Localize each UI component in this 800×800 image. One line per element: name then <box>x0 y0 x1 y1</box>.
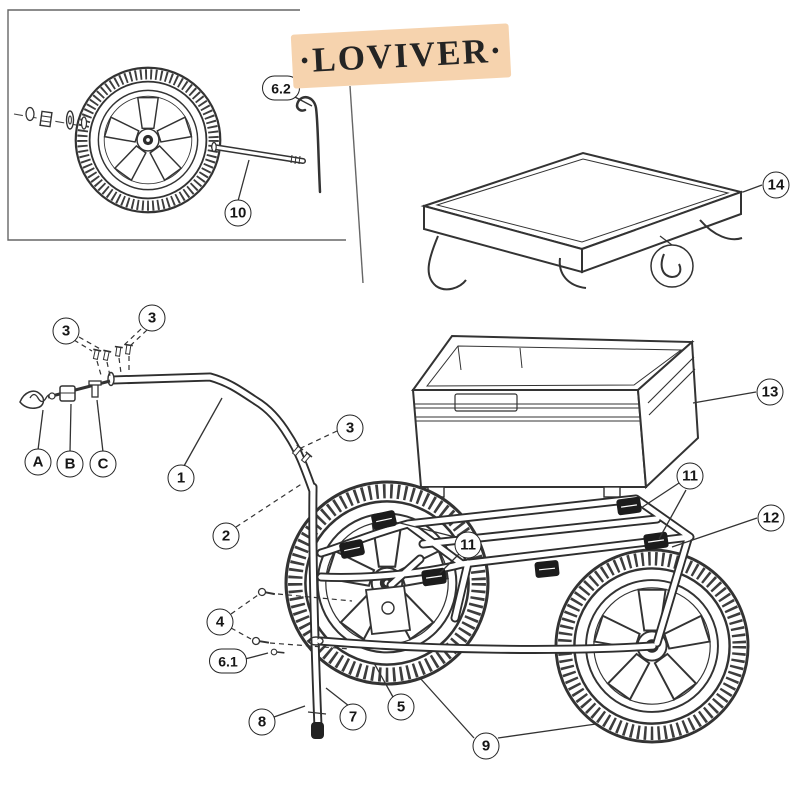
lid-wire-hooks <box>427 219 743 291</box>
axle-small-parts <box>25 106 88 130</box>
brand-name: ·LOVIVER· <box>297 30 505 81</box>
crate-slats <box>414 356 696 422</box>
leader-lines <box>37 95 763 739</box>
hook-pin <box>295 95 322 194</box>
hitch-pole-details <box>307 636 327 739</box>
hook-detail-circle <box>650 235 694 288</box>
inset-panel <box>7 9 364 284</box>
inset-wheel <box>76 68 221 213</box>
pole-end-cap <box>311 722 324 739</box>
crate-handle-plate <box>454 393 518 412</box>
axle-rod <box>211 141 306 165</box>
crate <box>411 334 700 498</box>
hitch-coupler-parts <box>19 371 115 409</box>
brand-banner: ·LOVIVER· <box>290 23 512 89</box>
clamp-blocks <box>339 496 669 587</box>
fastener-parts <box>90 343 313 656</box>
lid <box>420 151 745 291</box>
axle-mount-plate <box>364 585 412 635</box>
